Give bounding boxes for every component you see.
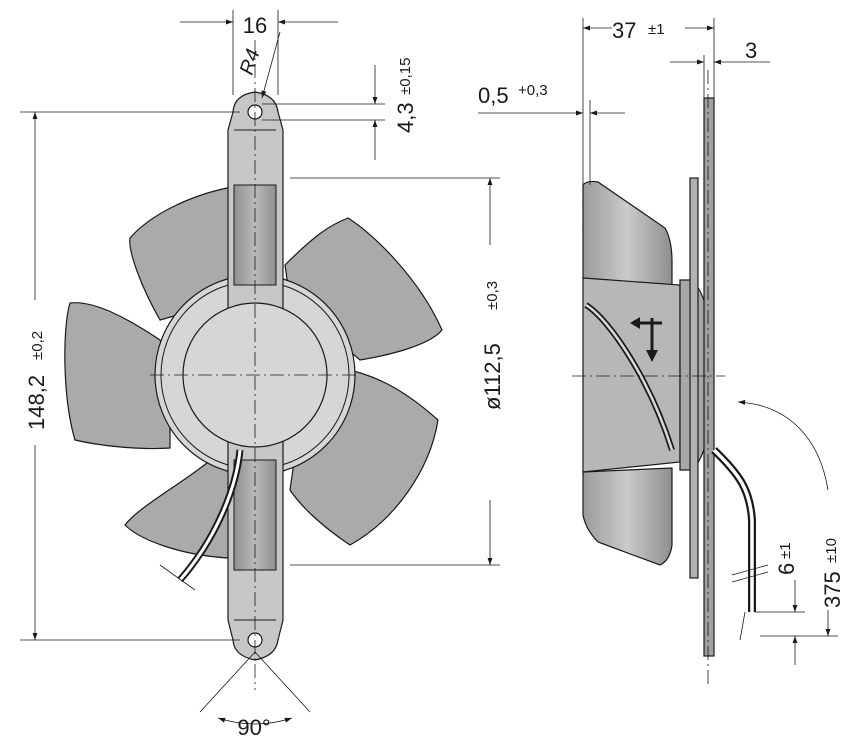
side-lead-wires: [711, 447, 756, 612]
diameter-tolerance: ±0,3: [484, 281, 501, 310]
height-label: 148,2: [24, 375, 49, 430]
height-tolerance: ±0,2: [29, 331, 46, 360]
angle-label: 90°: [237, 715, 270, 740]
side-view: [572, 70, 769, 685]
diameter-label: ø112,5: [480, 343, 505, 410]
side-motor-plate: [689, 177, 699, 579]
rotation-arrow-icon: [630, 317, 640, 329]
width-top-label: 16: [243, 13, 267, 38]
gap-label: 0,5: [478, 83, 509, 108]
radius-label: R4: [236, 46, 265, 77]
hole-offset-label: 4,3: [393, 102, 418, 133]
gap-tolerance: +0,3: [518, 82, 548, 99]
lead-length-label: 375: [820, 571, 845, 608]
lead-strip-label: 6: [774, 563, 799, 575]
depth-tolerance: ±1: [648, 21, 665, 38]
side-blade-top: [582, 180, 673, 286]
lead-strip-tolerance: ±1: [777, 542, 794, 559]
depth-label: 37: [612, 18, 636, 43]
lead-length-tolerance: ±10: [823, 538, 840, 563]
front-view: [64, 40, 443, 690]
fan-blades: [64, 186, 443, 559]
side-blade-bottom: [582, 467, 673, 566]
hole-offset-tolerance: ±0,15: [397, 58, 414, 95]
side-flange: [703, 97, 715, 657]
side-dimensions: 37 ±1 3 0,5 +0,3 6 ±1 375 ±10: [478, 18, 845, 665]
flange-label: 3: [745, 38, 757, 63]
airflow-arrow-icon: [646, 350, 658, 362]
side-motor-body: [582, 277, 681, 473]
